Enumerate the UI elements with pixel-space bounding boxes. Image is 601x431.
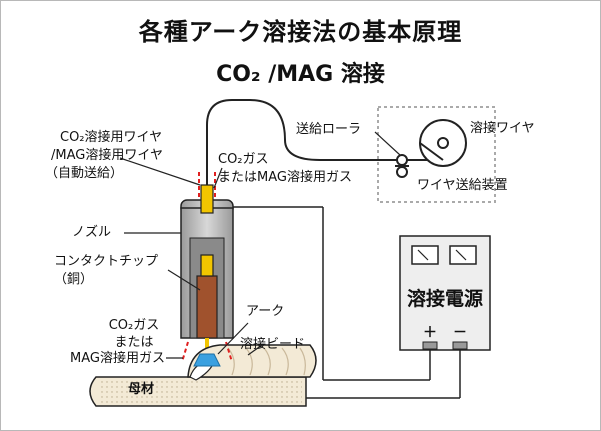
label-base-metal: 母材 [128,382,155,397]
gas-top-leader [213,167,223,189]
wire-middle-segment [200,254,214,277]
label-gas-top-line1: CO₂ガス [218,152,269,167]
label-feed-roller: 送給ローラ [296,122,362,137]
feed-roller-top [396,154,408,166]
label-gas-bottom-line1: CO₂ガス [108,318,160,333]
weld-bead-leader [247,344,263,356]
label-wire-line1: CO₂溶接用ワイヤ [60,130,163,145]
page-title: 各種アーク溶接法の基本原理 [138,18,463,46]
label-gas-bottom-line2: または [114,335,154,350]
terminal-minus [452,341,468,350]
welding-wire-path [206,99,440,185]
label-gas-bottom-line3: MAG溶接用ガス [70,351,165,366]
label-contact-tip-line1: コンタクトチップ [54,254,159,269]
meter-left [411,245,439,265]
label-contact-tip-line2: （銅） [54,272,94,287]
terminal-plus [422,341,438,350]
feed-roller-leader [374,131,401,156]
label-wire-feeder: ワイヤ送給装置 [417,178,508,193]
label-arc: アーク [246,304,285,319]
label-minus: － [453,325,467,341]
label-weld-wire: 溶接ワイヤ [470,121,535,136]
label-wire-line2: /MAG溶接用ワイヤ [51,148,163,163]
gas-arrow-bottom-left [181,341,189,363]
feed-roller-bottom [396,166,408,178]
wire-leader [119,157,201,186]
contact-tip [196,275,218,339]
wire-top-segment [200,184,214,214]
arc [193,353,221,367]
page-subtitle: CO₂ /MAG 溶接 [216,62,385,87]
label-weld-bead: 溶接ビード [240,337,306,352]
label-nozzle: ノズル [72,225,112,240]
arc-leader [217,322,249,355]
power-source-title: 溶接電源 [406,288,483,310]
wire-spool-hub [437,137,449,149]
label-gas-top-line2: またはMAG溶接用ガス [218,170,352,185]
contact-tip-leader [167,269,201,291]
label-wire-line3: （自動送給） [45,166,124,181]
wire-feeder-box [377,106,496,203]
meter-right [449,245,477,265]
label-plus: ＋ [423,325,437,341]
